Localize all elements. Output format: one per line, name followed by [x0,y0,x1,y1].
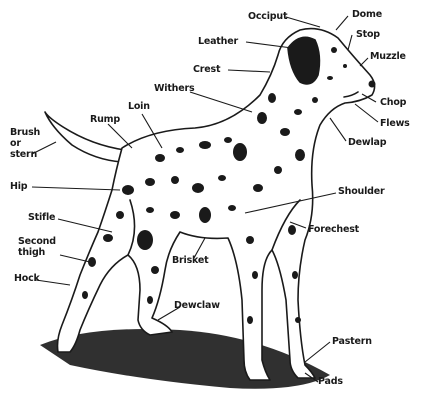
label-brush-group: Brush or stern [10,127,40,160]
label-loin: Loin [128,102,150,112]
label-stop: Stop [356,30,380,40]
label-flews: Flews [380,119,410,129]
ground-shadow [40,329,330,389]
label-hock: Hock [14,274,40,284]
label-dewclaw: Dewclaw [174,301,220,311]
label-second: Second [18,236,56,247]
label-crest: Crest [193,65,220,75]
label-second-thigh-group: Second thigh [18,236,56,258]
label-forechest: Forechest [308,225,359,235]
label-stern: stern [10,149,40,160]
label-dewlap: Dewlap [348,138,386,148]
nose [369,81,376,88]
label-rump: Rump [90,115,120,125]
label-pads: Pads [318,377,343,387]
label-muzzle: Muzzle [370,52,406,62]
label-or: or [10,138,40,149]
body-outline [58,29,375,380]
label-brush: Brush [10,127,40,138]
label-thigh: thigh [18,247,56,258]
label-shoulder: Shoulder [338,187,384,197]
label-occiput: Occiput [248,12,287,22]
eye [331,47,337,53]
label-chop: Chop [380,98,406,108]
label-pastern: Pastern [332,337,372,347]
label-dome: Dome [352,10,382,20]
label-withers: Withers [154,84,194,94]
label-hip: Hip [10,182,27,192]
label-leather: Leather [198,37,238,47]
label-brisket: Brisket [172,256,208,266]
label-stifle: Stifle [28,213,55,223]
